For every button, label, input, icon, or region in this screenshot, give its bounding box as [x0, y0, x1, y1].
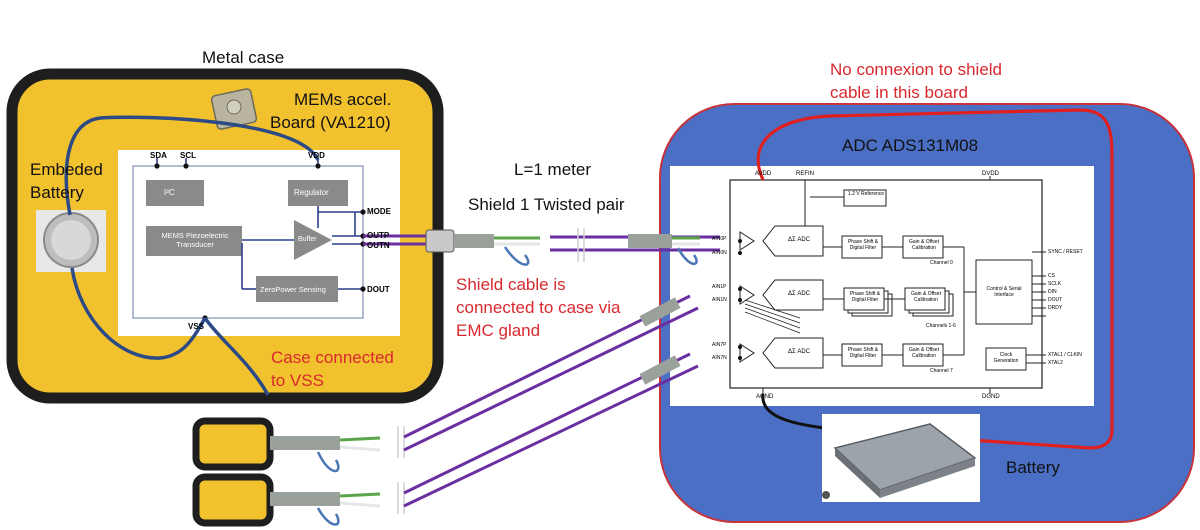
adc-pin-dout: DOUT [1048, 297, 1063, 303]
coin-battery-icon [36, 210, 106, 272]
adc-in-ain0n: AIN0N [712, 250, 727, 256]
adc-channel-0: Channel 0 [930, 260, 953, 266]
pin-mode: MODE [367, 207, 391, 216]
sensor-cable-2 [403, 352, 699, 508]
sensor-box-1-gland [270, 436, 381, 473]
adc-in-ain7n: AIN7N [712, 355, 727, 361]
regulator-block [288, 180, 348, 206]
embedded-battery-label-2: Battery [30, 183, 84, 202]
adc-gain-7: Gain & Offset Calibration [909, 347, 939, 359]
pin-sda: SDA [150, 151, 167, 160]
adc-block-1: ΔΣ ADC [788, 291, 811, 297]
buffer-triangle [294, 220, 332, 260]
case-vss-line2: to VSS [271, 371, 324, 390]
pin-outn: OUTN [367, 241, 390, 250]
zeropower-label: ZeroPower Sensing [260, 285, 326, 294]
adc-pin-cs: CS [1048, 273, 1055, 279]
liion-battery-icon [822, 414, 980, 502]
transducer-label: MEMS Piezoelectric Transducer [161, 231, 229, 249]
adc-block-0: ΔΣ ADC [788, 237, 811, 243]
avdd-red-wire [756, 108, 1114, 450]
adc-block-7: ΔΣ ADC [788, 349, 811, 355]
pin-vss: VSS [188, 322, 205, 331]
no-connexion-line2: cable in this board [830, 83, 968, 102]
adc-channel-7: Channel 7 [930, 368, 953, 374]
pin-vdd: VDD [308, 151, 325, 160]
i2c-label: I²C [164, 188, 175, 197]
adc-pin-din: DIN [1048, 289, 1057, 295]
mems-accel-chip-icon [210, 88, 258, 130]
adc-title: ADC ADS131M08 [842, 136, 979, 155]
adc-control: Control & Serial Interface [986, 286, 1022, 298]
buffer-label: Buffer [298, 236, 317, 243]
adc-pin-dvdd: DVDD [982, 171, 1000, 177]
metal-case-label: Metal case [202, 48, 285, 67]
adc-in-ain0p: AIN0P [712, 236, 727, 242]
case-vss-line1: Case connected [271, 348, 394, 367]
adc-pin-sync: SYNC / RESET [1048, 249, 1083, 255]
vss-wire-battery [70, 267, 207, 360]
vss-wire-case [203, 317, 270, 396]
pin-dout: DOUT [367, 285, 390, 294]
main-cable [363, 229, 720, 266]
shield-note-line2: connected to case via [456, 298, 621, 317]
adc-reference: 1.2 V Reference [847, 191, 885, 197]
pin-outp: OUTP [367, 231, 390, 240]
adc-pin-sclk: SCLK [1048, 281, 1062, 287]
adc-pin-agnd: AGND [756, 394, 774, 400]
embedded-battery-label: Embeded [30, 160, 103, 179]
battery-label: Battery [1006, 458, 1060, 477]
mems-board-label-2: Board (VA1210) [270, 113, 391, 132]
adc-filter-7: Phase Shift & Digital Filter [847, 347, 879, 359]
adc-in-ain1p: AIN1P [712, 284, 727, 290]
adc-channel-1-6: Channels 1-6 [926, 323, 956, 329]
sensor-cable-1 [403, 294, 699, 452]
adc-in-ain1n: AIN1N [712, 297, 727, 303]
cable-length-label: L=1 meter [514, 160, 592, 179]
sensor-box-1 [192, 417, 274, 471]
sensor-box-2 [192, 473, 274, 527]
zeropower-block [256, 276, 338, 302]
adc-pin-refin: REFIN [796, 171, 814, 177]
adc-in-ain7p: AIN7P [712, 342, 727, 348]
cable-type-label: Shield 1 Twisted pair [468, 195, 625, 214]
adc-pin-xtal2: XTAL2 [1048, 360, 1063, 366]
mems-board-label: MEMs accel. [294, 90, 392, 109]
sensor-box-2-gland [270, 492, 381, 526]
adc-gain-1: Gain & Offset Calibration [911, 291, 941, 303]
shield-note-line1: Shield cable is [456, 275, 566, 294]
adc-pin-avdd: AVDD [755, 171, 772, 177]
adc-filter-0: Phase Shift & Digital Filter [847, 239, 879, 251]
adc-pin-drdy: DRDY [1048, 305, 1063, 311]
adc-pin-xtal1: XTAL1 / CLKIN [1048, 352, 1082, 358]
adc-clock: Clock Generation [993, 352, 1019, 364]
shield-note-line3: EMC gland [456, 321, 541, 340]
vdd-wire [64, 115, 320, 216]
i2c-block [146, 180, 204, 206]
adc-gain-0: Gain & Offset Calibration [909, 239, 939, 251]
no-connexion-line1: No connexion to shield [830, 60, 1003, 79]
transducer-block [146, 226, 242, 256]
adc-pin-dgnd: DGND [982, 394, 1000, 400]
adc-filter-1: Phase Shift & Digital Filter [849, 291, 881, 303]
regulator-label: Regulator [294, 188, 329, 197]
pin-scl: SCL [180, 151, 196, 160]
